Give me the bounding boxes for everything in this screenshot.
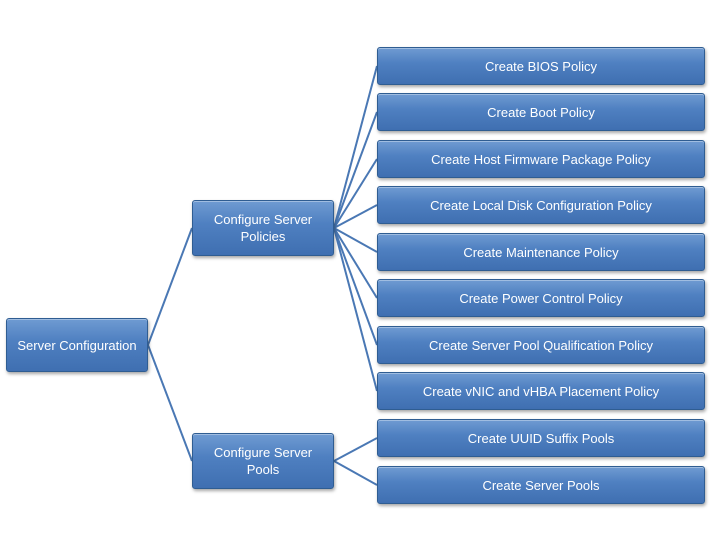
node-create-uuid-suffix-pools: Create UUID Suffix Pools: [377, 419, 705, 457]
node-label: Create vNIC and vHBA Placement Policy: [422, 383, 660, 399]
node-label: Create Server Pools: [482, 477, 600, 493]
node-label: Create Server Pool Qualification Policy: [429, 337, 653, 353]
node-label: Create UUID Suffix Pools: [467, 430, 615, 446]
node-label: Create Boot Policy: [487, 104, 595, 120]
node-create-server-pool-qualification-policy: Create Server Pool Qualification Policy: [377, 326, 705, 364]
connector-policies-boot: [333, 111, 378, 229]
node-label: Create Host Firmware Package Policy: [431, 151, 651, 167]
node-create-host-firmware-package-policy: Create Host Firmware Package Policy: [377, 140, 705, 178]
node-label: Configure Server Policies: [213, 212, 313, 244]
connector-root-policies: [147, 227, 193, 346]
node-configure-server-policies: Configure Server Policies: [192, 200, 334, 256]
connector-pools-uuid: [333, 437, 378, 462]
node-create-power-control-policy: Create Power Control Policy: [377, 279, 705, 317]
connector-pools-serverpools: [333, 460, 378, 486]
node-create-local-disk-configuration-policy: Create Local Disk Configuration Policy: [377, 186, 705, 224]
connector-policies-bios: [333, 65, 378, 229]
connector-policies-qualification: [333, 227, 378, 346]
connector-root-pools: [147, 344, 193, 462]
connector-policies-power: [333, 227, 378, 299]
node-label: Create BIOS Policy: [485, 58, 597, 74]
connector-policies-maintenance: [333, 227, 378, 253]
connector-policies-firmware: [333, 158, 378, 229]
node-label: Create Local Disk Configuration Policy: [430, 197, 652, 213]
node-label: Server Configuration: [17, 337, 137, 353]
node-label: Configure Server Pools: [213, 445, 313, 477]
node-create-boot-policy: Create Boot Policy: [377, 93, 705, 131]
connector-policies-placement: [333, 227, 378, 392]
node-configure-server-pools: Configure Server Pools: [192, 433, 334, 489]
node-create-server-pools: Create Server Pools: [377, 466, 705, 504]
node-label: Create Maintenance Policy: [463, 244, 619, 260]
node-server-configuration: Server Configuration: [6, 318, 148, 372]
node-create-maintenance-policy: Create Maintenance Policy: [377, 233, 705, 271]
connector-policies-localdisk: [333, 204, 378, 229]
node-label: Create Power Control Policy: [459, 290, 623, 306]
node-create-bios-policy: Create BIOS Policy: [377, 47, 705, 85]
node-create-vnic-vhba-placement-policy: Create vNIC and vHBA Placement Policy: [377, 372, 705, 410]
